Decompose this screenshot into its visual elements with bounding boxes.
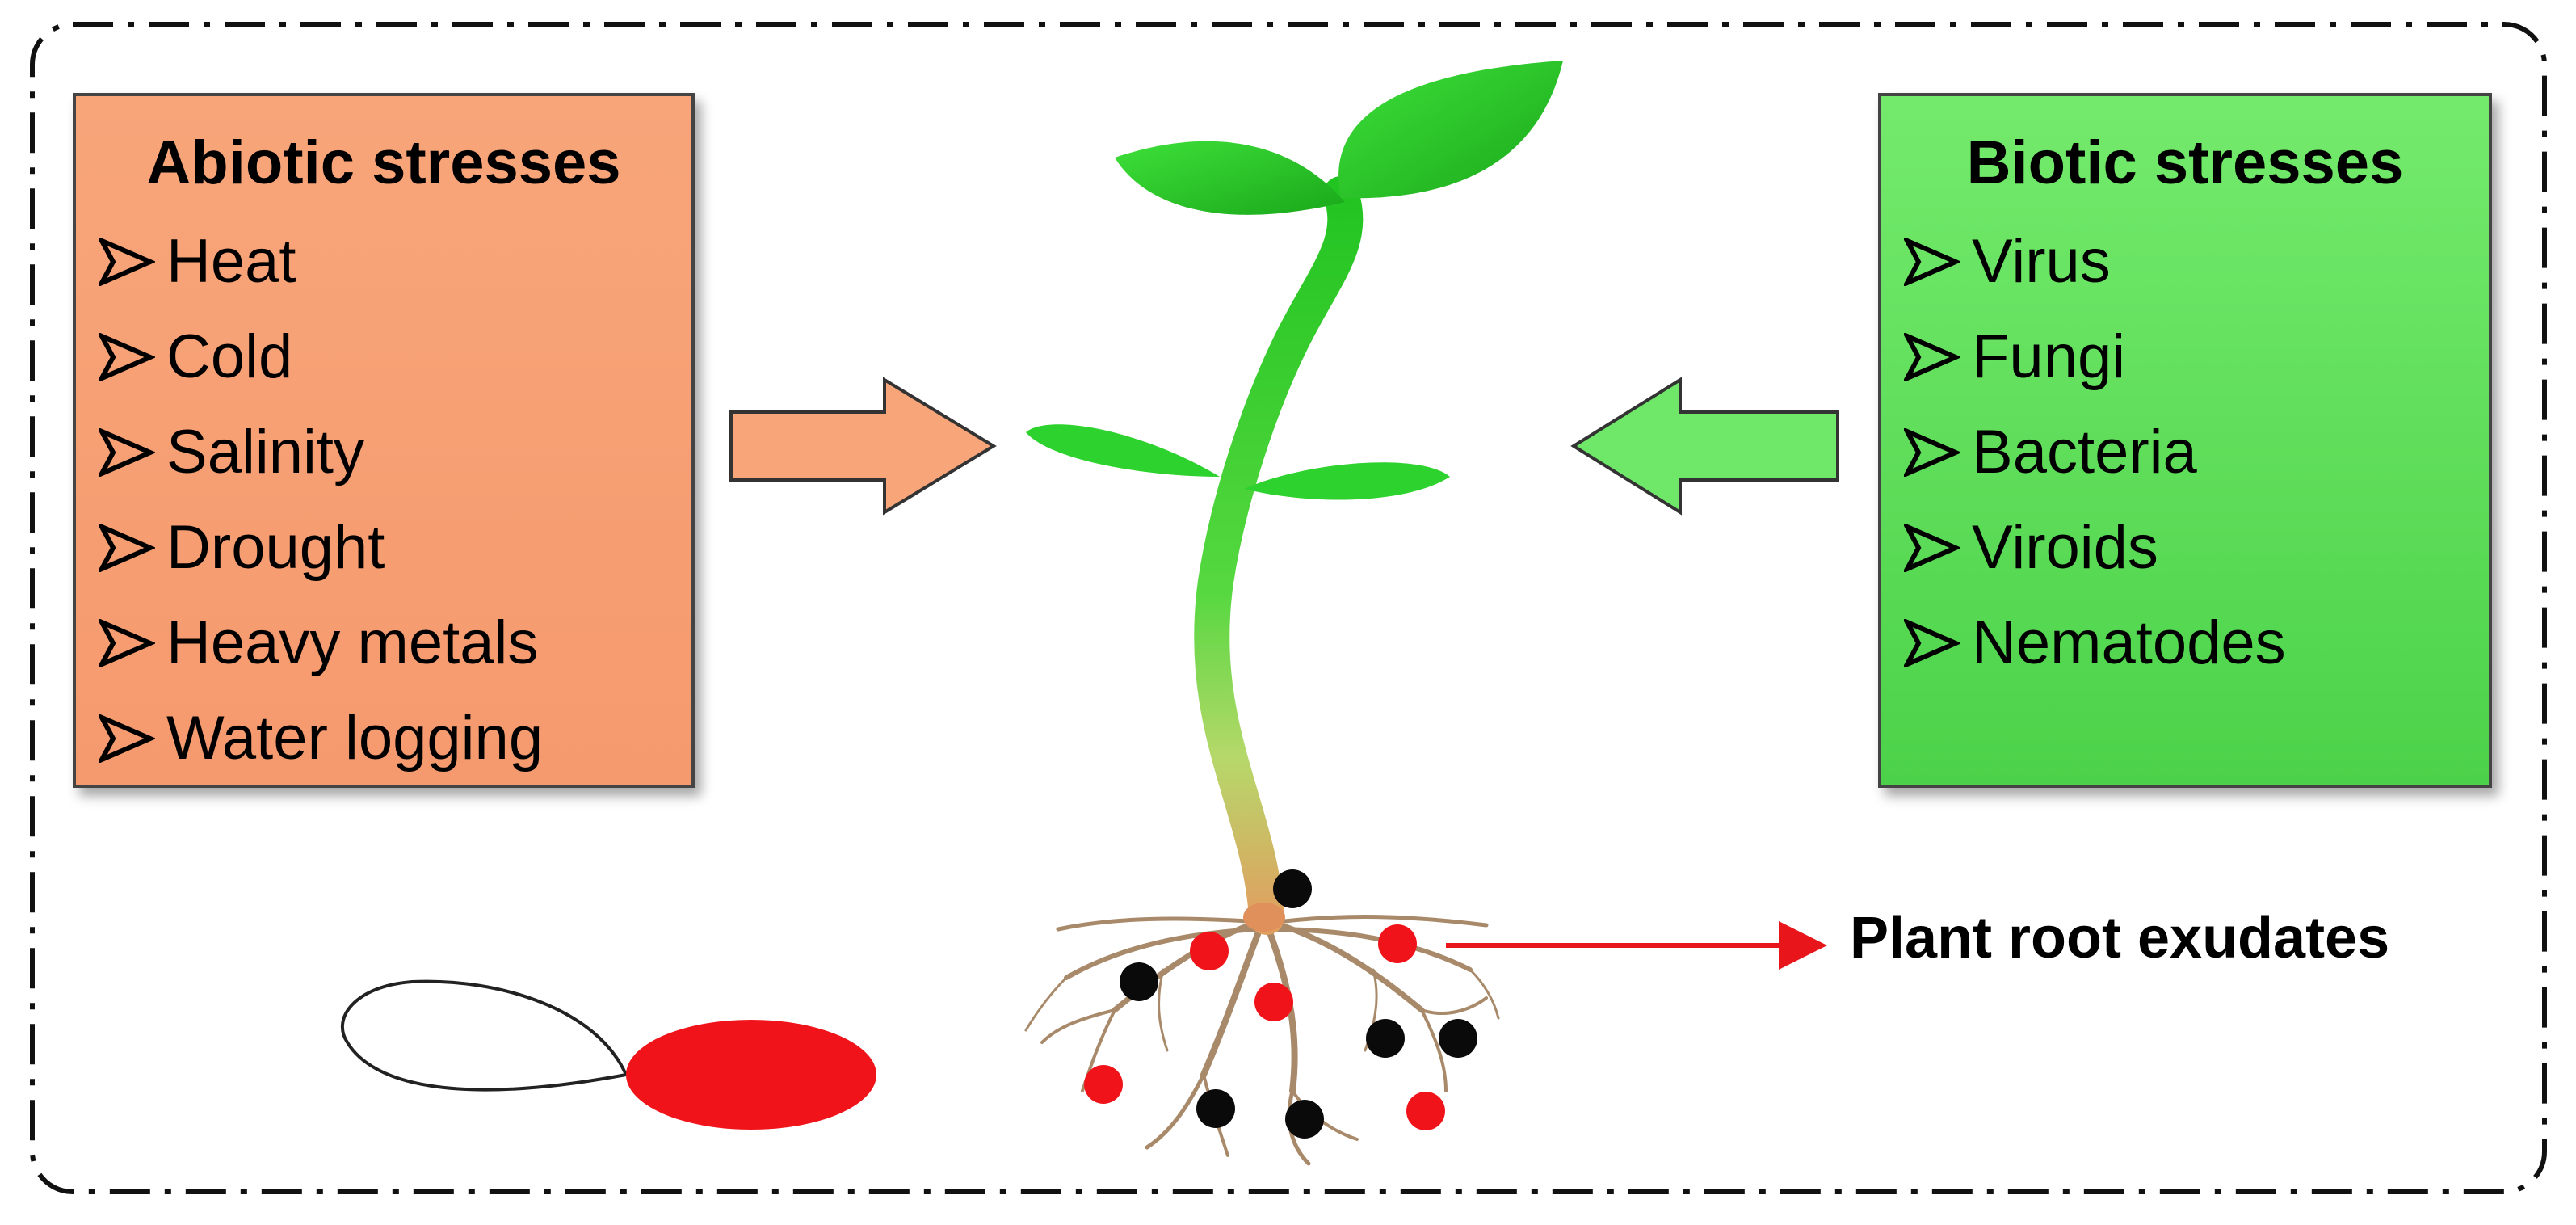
exudate-dot-black [1285,1100,1324,1139]
chevron-bullet-icon [1904,619,1960,667]
leaf-top-left [1115,141,1345,215]
chevron-bullet-icon [99,714,155,763]
leaf-lower-left [1026,424,1220,477]
roots [1024,914,1500,1166]
exudate-dot-red [1084,1065,1123,1104]
leaf-top-right [1338,61,1563,199]
biotic-item: Virus [1904,214,2489,309]
biotic-stresses-box: Biotic stresses Virus Fungi Bacteria Vir… [1878,93,2492,788]
chevron-bullet-icon [1904,524,1960,572]
exudate-dot-red [1190,932,1229,970]
abiotic-item: Salinity [99,405,691,500]
plant-root-exudates-label: Plant root exudates [1850,906,2390,970]
exudate-dot-black [1439,1019,1477,1058]
chevron-bullet-icon [99,524,155,572]
exudate-dot-black [1196,1089,1235,1128]
biotic-item: Viroids [1904,500,2489,596]
abiotic-item: Heavy metals [99,596,691,691]
biotic-list: Virus Fungi Bacteria Viroids Nematodes [1881,214,2489,691]
chevron-bullet-icon [99,428,155,477]
chevron-bullet-icon [99,333,155,381]
stem [1194,176,1364,935]
exudate-dot-red [1254,983,1293,1021]
chevron-bullet-icon [99,619,155,667]
bacterium [341,979,876,1130]
root-collar [1243,903,1285,932]
bacterium-flagellum [341,979,628,1092]
leaf-lower-right [1244,462,1450,500]
biotic-title: Biotic stresses [1966,128,2404,197]
chevron-bullet-icon [1904,333,1960,381]
biotic-item: Nematodes [1904,596,2489,691]
abiotic-arrow [729,377,997,516]
seedling [1024,61,1563,1166]
exudate-dot-black [1273,869,1312,908]
abiotic-title: Abiotic stresses [146,128,621,197]
bacterium-body [626,1020,876,1130]
abiotic-item: Heat [99,214,691,309]
exudate-dot-red [1378,924,1417,963]
chevron-bullet-icon [1904,428,1960,477]
chevron-bullet-icon [1904,238,1960,286]
abiotic-stresses-box: Abiotic stresses Heat Cold Salinity Drou… [73,93,695,788]
outer-frame [30,22,2547,1194]
biotic-arrow [1570,377,1839,516]
exudate-dot-black [1120,962,1158,1001]
chevron-bullet-icon [99,238,155,286]
exudate-dot-black [1366,1019,1405,1058]
exudate-dot-red [1406,1092,1445,1130]
exudate-dots [1084,869,1477,1139]
biotic-item: Fungi [1904,309,2489,405]
abiotic-list: Heat Cold Salinity Drought Heavy metals … [76,214,691,786]
abiotic-item: Water logging [99,691,691,786]
abiotic-item: Cold [99,309,691,405]
abiotic-item: Drought [99,500,691,596]
biotic-item: Bacteria [1904,405,2489,500]
